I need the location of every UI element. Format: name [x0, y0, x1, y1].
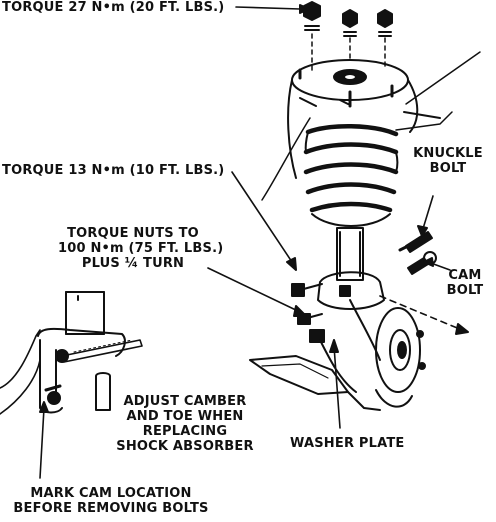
label-camber-line2: AND TOE WHEN	[126, 409, 244, 424]
strut-tube	[311, 213, 391, 281]
inset-cam-detail	[0, 291, 143, 479]
leader-torque-13	[231, 171, 293, 263]
label-washer-plate: WASHER PLATE	[290, 436, 405, 451]
label-camber-line1: ADJUST CAMBER	[123, 394, 247, 409]
label-torque-nuts-line1: TORQUE NUTS TO	[67, 226, 199, 241]
top-mount-nuts	[303, 1, 393, 71]
leader-washer-plate	[333, 345, 341, 429]
label-knuckle-line2: BOLT	[429, 161, 467, 176]
label-camber-line3: REPLACING	[142, 424, 228, 439]
label-mark-line2: BEFORE REMOVING BOLTS	[13, 501, 209, 516]
label-torque-27: TORQUE 27 N•m (20 FT. LBS.)	[2, 0, 225, 15]
label-torque-nuts-line3: PLUS ¼ TURN	[81, 256, 185, 271]
label-adjust-camber: ADJUST CAMBER AND TOE WHEN REPLACING SHO…	[110, 394, 260, 454]
label-cam-line1: CAM	[448, 268, 482, 283]
steering-knuckle	[249, 271, 469, 411]
label-cam-bolt: CAM BOLT	[440, 268, 490, 298]
label-torque-13: TORQUE 13 N•m (10 FT. LBS.)	[2, 163, 225, 178]
label-knuckle-bolt: KNUCKLE BOLT	[412, 146, 484, 176]
label-knuckle-line1: KNUCKLE	[413, 146, 483, 161]
label-torque-nuts: TORQUE NUTS TO 100 N•m (75 FT. LBS.) PLU…	[58, 226, 224, 271]
knuckle-and-cam-bolts	[398, 195, 451, 275]
label-mark-line1: MARK CAM LOCATION	[30, 486, 192, 501]
label-mark-cam: MARK CAM LOCATION BEFORE REMOVING BOLTS	[0, 486, 222, 516]
upper-strut-mount	[261, 51, 481, 201]
label-cam-line2: BOLT	[446, 283, 484, 298]
leader-torque-nuts	[207, 267, 301, 313]
leader-torque-27	[235, 6, 301, 10]
label-camber-line4: SHOCK ABSORBER	[116, 439, 254, 454]
coil-spring	[303, 124, 399, 213]
label-torque-nuts-line2: 100 N•m (75 FT. LBS.)	[58, 241, 224, 256]
